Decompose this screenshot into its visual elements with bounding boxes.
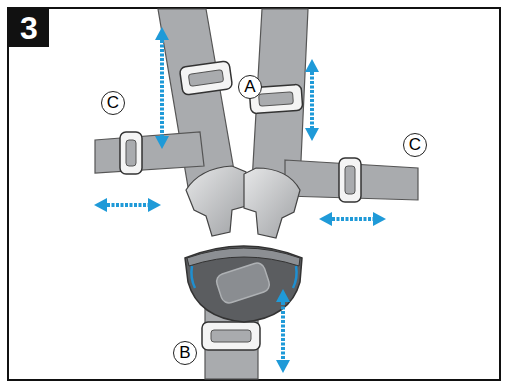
callout-letter: A <box>238 75 262 99</box>
strap-adjuster <box>120 132 142 174</box>
frame <box>8 8 500 380</box>
adjust-arrows <box>94 27 386 373</box>
callout-letter: B <box>173 341 197 365</box>
buckle-housing <box>185 246 302 322</box>
buckle-tongue <box>244 168 300 238</box>
callout-letter: C <box>101 91 125 115</box>
strap-adjuster <box>202 322 260 350</box>
buckle-logo <box>215 261 272 305</box>
buckle-tongue <box>186 166 246 236</box>
hip-strap <box>285 160 418 200</box>
hip-strap <box>95 132 204 173</box>
strap-adjuster <box>179 61 232 96</box>
strap-adjuster <box>339 158 361 202</box>
step-box <box>9 9 49 47</box>
step-number: 3 <box>11 10 47 46</box>
callout-letter: C <box>403 133 427 157</box>
